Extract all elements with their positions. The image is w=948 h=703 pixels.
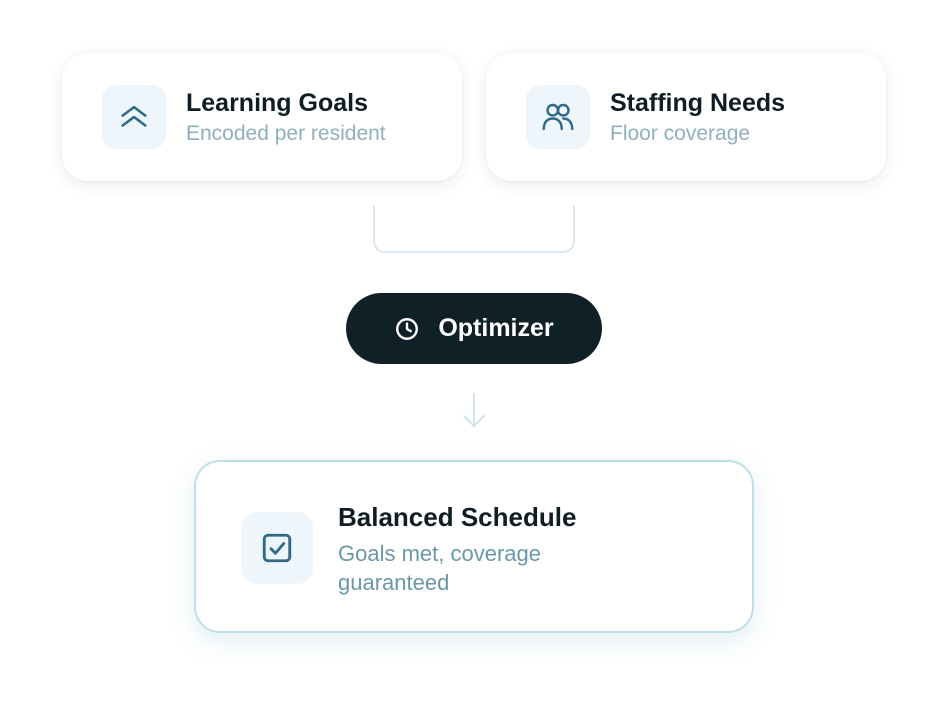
- balanced-schedule-title: Balanced Schedule: [338, 502, 577, 532]
- optimizer-node: Optimizer: [346, 293, 602, 364]
- merge-connector: [373, 205, 575, 253]
- check-square-icon: [262, 533, 292, 563]
- users-icon: [542, 103, 574, 131]
- staffing-needs-subtitle: Floor coverage: [610, 122, 751, 145]
- balanced-schedule-icon-tile: [241, 512, 313, 584]
- staffing-needs-title: Staffing Needs: [610, 89, 786, 117]
- staffing-needs-icon-tile: [526, 85, 590, 149]
- learning-goals-icon-tile: [102, 85, 166, 149]
- double-chevron-up-icon: [121, 105, 147, 127]
- clock-icon: [394, 316, 420, 342]
- down-arrow-icon: [463, 393, 485, 427]
- learning-goals-subtitle: Encoded per resident: [186, 122, 386, 145]
- learning-goals-card: Learning Goals Encoded per resident: [62, 53, 462, 181]
- balanced-schedule-subtitle: Goals met, coverage guaranteed: [338, 541, 541, 595]
- balanced-schedule-card: Balanced Schedule Goals met, coverage gu…: [194, 460, 754, 633]
- optimizer-label: Optimizer: [438, 314, 554, 342]
- learning-goals-title: Learning Goals: [186, 89, 368, 117]
- staffing-needs-card: Staffing Needs Floor coverage: [486, 53, 886, 181]
